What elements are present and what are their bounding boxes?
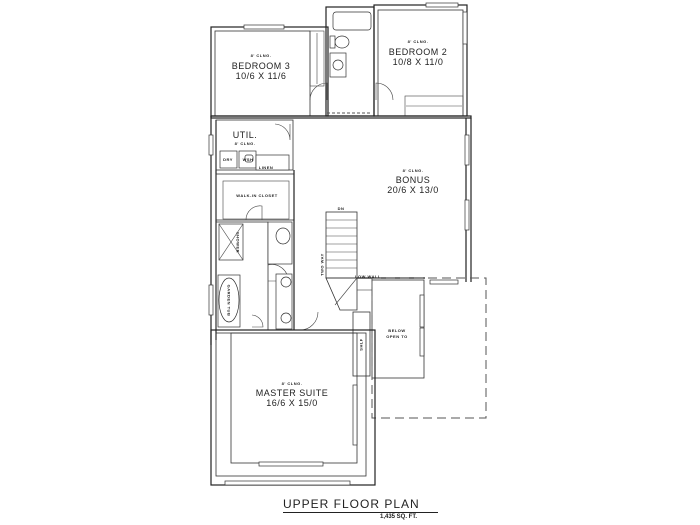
hall-bath <box>309 6 394 117</box>
utility-room <box>208 119 294 171</box>
plan-area: 1,435 SQ. FT. <box>380 514 418 520</box>
title-underline <box>283 512 438 513</box>
shelf-label: SHLF <box>358 338 364 351</box>
plan-title: UPPER FLOOR PLAN <box>283 497 420 511</box>
stair-down-label: DN <box>337 206 345 211</box>
bedroom-2-ceiling: 8' CLNG. <box>407 39 429 44</box>
bedroom-3-name: BEDROOM 3 <box>231 61 291 71</box>
master-name: MASTER SUITE <box>255 388 329 398</box>
washer-label: WSH <box>242 157 254 162</box>
bonus-ceiling: 8' CLNG. <box>402 168 424 173</box>
open-to-label: OPEN TO <box>386 334 408 339</box>
low-wall-label: LOW WALL <box>355 274 381 279</box>
open-to-below-area <box>371 277 487 419</box>
master-suite-walls <box>210 329 376 486</box>
shelf-strip <box>352 311 371 377</box>
master-dims: 16/6 X 15/0 <box>266 398 318 408</box>
garden-tub-label: GARDEN TUB <box>226 284 232 317</box>
below-label: BELOW <box>388 328 406 333</box>
util-ceiling: 8' CLNG. <box>234 141 256 146</box>
master-bath <box>208 170 295 331</box>
middle-outer-walls <box>210 115 472 345</box>
bedroom-2-name: BEDROOM 2 <box>388 47 448 57</box>
shower-label: SHOWER <box>235 232 241 253</box>
bedroom-3-ceiling: 8' CLNG. <box>250 53 272 58</box>
bonus-name: BONUS <box>395 175 431 185</box>
master-ceiling: 8' CLNG. <box>281 381 303 386</box>
walk-in-closet-label: WALK-IN CLOSET <box>236 193 278 198</box>
util-name: UTIL. <box>232 130 258 140</box>
two-way-rail-label: TWO WAY <box>319 253 325 276</box>
linen-label: LINEN <box>258 165 274 170</box>
bedroom-2-dims: 10/8 X 11/0 <box>392 57 444 67</box>
dryer-label: DRY <box>223 157 233 162</box>
bedroom-3-dims: 10/6 X 11/6 <box>235 71 287 81</box>
bonus-dims: 20/6 X 13/0 <box>387 185 439 195</box>
